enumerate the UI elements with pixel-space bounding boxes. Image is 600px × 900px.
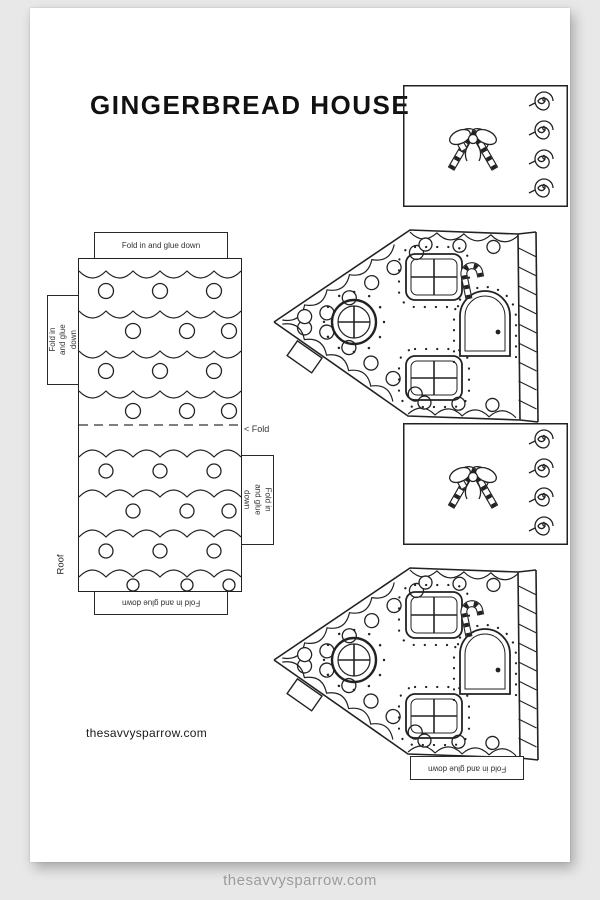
house2-body xyxy=(268,548,568,783)
watermark-text: thesavvysparrow.com xyxy=(86,726,208,740)
roof-tab-left-label: Fold in and glue down xyxy=(47,324,78,356)
gumdrops xyxy=(97,282,238,591)
roof-icing-art xyxy=(79,270,241,591)
house1-roof-strip xyxy=(403,85,568,207)
roof-tab-top-label: Fold in and glue down xyxy=(121,241,201,251)
footer-site-url: thesavvysparrow.com xyxy=(223,872,377,889)
house-tab-bottom: Fold in and glue down xyxy=(410,756,524,780)
printable-page: GINGERBREAD HOUSE Fold in and glue down … xyxy=(30,8,570,862)
page-title: GINGERBREAD HOUSE xyxy=(90,90,411,120)
house-tab-bottom-label: Fold in and glue down xyxy=(427,764,507,774)
house1-body xyxy=(268,210,568,445)
house2-roof-strip xyxy=(403,423,568,545)
roof-tab-bottom: Fold in and glue down xyxy=(94,589,228,615)
roof-part-label: Roof xyxy=(55,553,67,575)
fold-line-label: < Fold xyxy=(244,424,270,434)
roof-tab-top: Fold in and glue down xyxy=(94,232,228,261)
roof-tab-right: Fold in and glue down xyxy=(240,455,274,545)
roof-tab-bottom-label: Fold in and glue down xyxy=(121,598,201,608)
roof-template-piece xyxy=(78,258,242,592)
roof-tab-right-label: Fold in and glue down xyxy=(242,484,273,516)
roof-tab-left: Fold in and glue down xyxy=(47,295,80,385)
roof-part-label-wrap: Roof xyxy=(50,528,72,600)
